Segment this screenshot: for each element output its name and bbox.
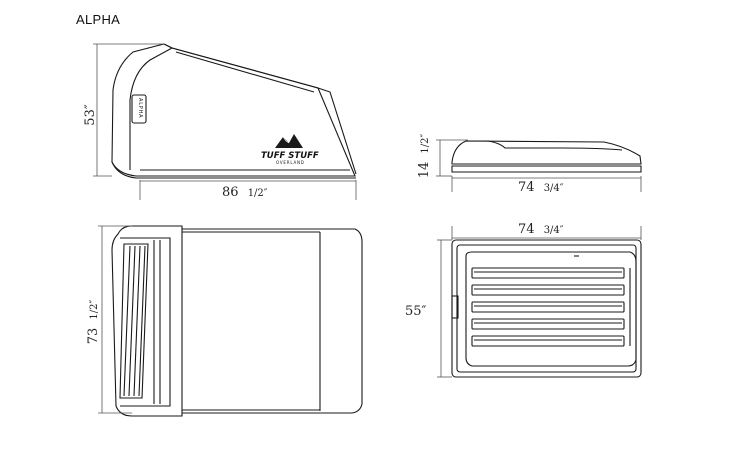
front-view	[451, 239, 642, 378]
tuff-stuff-logo: TUFF STUFF OVERLAND	[261, 134, 319, 165]
top-length-main: 73	[86, 328, 101, 345]
front-width-fraction: 3/4″	[544, 225, 564, 236]
side-height-dimension: 53″	[83, 104, 98, 126]
rear-height-main: 14	[417, 162, 432, 179]
side-length-fraction: 1/2″	[248, 188, 268, 199]
rear-width-dimension: 74 3/4″	[518, 180, 564, 195]
front-view-dimensions	[437, 226, 642, 378]
side-length-dimension: 86 1/2″	[222, 185, 268, 200]
rear-width-fraction: 3/4″	[544, 183, 564, 194]
closed-side-view	[451, 140, 642, 173]
page-title: ALPHA	[76, 12, 121, 27]
top-length-fraction: 1/2″	[89, 299, 100, 319]
top-view	[111, 225, 363, 417]
front-height-dimension: 55″	[405, 304, 427, 319]
side-view	[111, 43, 357, 179]
rear-height-dimension: 14 1/2″	[417, 133, 432, 178]
logo-brand-text: TUFF STUFF	[261, 151, 319, 161]
side-handle-label: ALPHA	[137, 98, 143, 118]
front-width-dimension: 74 3/4″	[518, 222, 564, 237]
side-view-dimensions	[93, 43, 357, 200]
side-length-main: 86	[222, 185, 239, 200]
top-view-dimensions	[98, 225, 132, 414]
closed-side-dimensions	[436, 139, 642, 192]
rear-width-main: 74	[518, 180, 535, 195]
top-length-dimension: 73 1/2″	[86, 299, 101, 344]
front-width-main: 74	[518, 222, 535, 237]
logo-sub-text: OVERLAND	[276, 160, 305, 165]
rear-height-fraction: 1/2″	[420, 133, 431, 153]
